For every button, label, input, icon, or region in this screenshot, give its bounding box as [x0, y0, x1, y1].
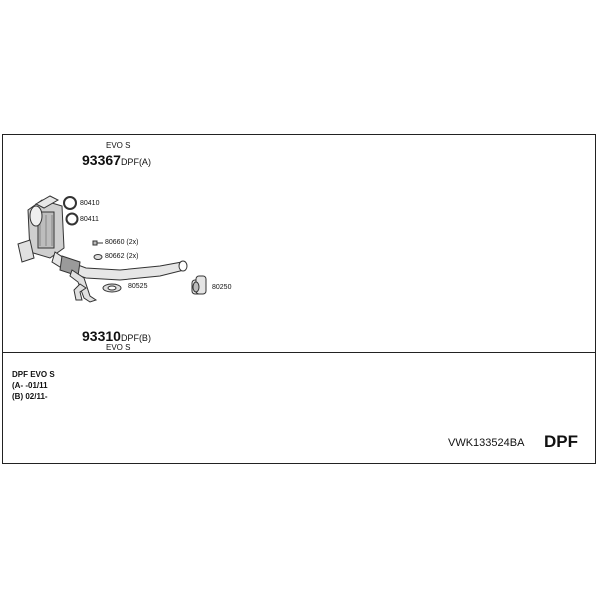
bolt-80660-drawing	[92, 240, 103, 246]
dpf-unit-drawing	[17, 195, 65, 263]
part-label-80250: 80250	[212, 284, 232, 291]
nut-80662-drawing	[93, 254, 103, 260]
exhaust-pipe-drawing	[51, 251, 188, 303]
ring-80410-drawing	[63, 196, 77, 210]
notes-line-b: (B) 02/11-	[12, 392, 48, 401]
bottom-variant-part-number: 93310	[82, 328, 121, 344]
part-label-80411: 80411	[80, 216, 99, 223]
kit-code: VWK133524BA	[448, 437, 525, 449]
bottom-variant-label: EVO S	[106, 343, 131, 352]
section-divider	[2, 352, 596, 353]
bottom-variant-part: 93310DPF(B)	[82, 328, 151, 346]
top-variant-suffix: DPF(A)	[120, 157, 151, 167]
ring-80411-drawing	[65, 212, 79, 226]
part-label-80662: 80662 (2x)	[105, 253, 139, 260]
bottom-variant-suffix: DPF(B)	[120, 333, 151, 343]
part-label-80525: 80525	[128, 283, 148, 290]
notes-line-a: (A- -01/11	[12, 381, 48, 390]
top-variant-part: 93367DPF(A)	[82, 152, 151, 170]
part-label-80660: 80660 (2x)	[105, 239, 139, 246]
gasket-80525-drawing	[102, 283, 122, 293]
notes-title: DPF EVO S	[12, 370, 55, 379]
top-variant-label: EVO S	[106, 141, 131, 150]
top-variant-part-number: 93367	[82, 152, 121, 168]
part-label-80410: 80410	[80, 200, 100, 207]
diagram-frame	[2, 134, 596, 464]
clamp-80250-drawing	[191, 275, 207, 295]
kit-category: DPF	[544, 432, 578, 451]
notes-block: DPF EVO S (A- -01/11 (B) 02/11-	[12, 369, 55, 402]
